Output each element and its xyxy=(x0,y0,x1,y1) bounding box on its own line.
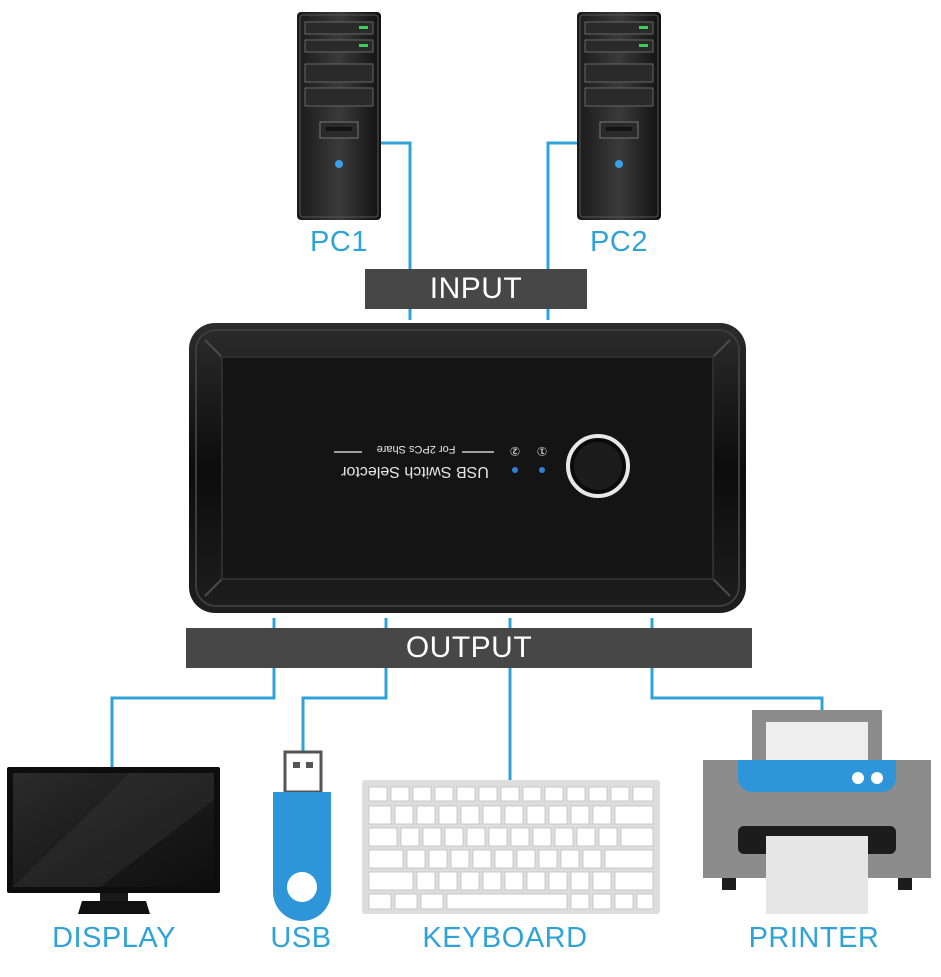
printer-icon xyxy=(703,710,931,914)
device-name: USB Switch Selector xyxy=(341,463,489,480)
indicator-2-label: ② xyxy=(509,444,521,458)
led-2-icon xyxy=(512,467,518,473)
indicator-1-label: ① xyxy=(536,444,548,458)
display-monitor-icon xyxy=(7,767,220,914)
usb-label: USB xyxy=(270,922,332,954)
display-label: DISPLAY xyxy=(52,922,176,954)
pc2-label: PC2 xyxy=(590,226,648,258)
printer-label: PRINTER xyxy=(748,922,880,954)
device-subtitle: For 2PCs Share xyxy=(376,443,456,455)
input-bar: INPUT xyxy=(365,269,587,309)
pc1-cable xyxy=(380,141,412,320)
keyboard-label: KEYBOARD xyxy=(422,922,588,954)
keyboard-icon xyxy=(362,780,660,914)
output-bar: OUTPUT xyxy=(186,628,752,668)
usb-stick-icon xyxy=(273,750,331,921)
pc1-label: PC1 xyxy=(310,226,368,258)
pc2-tower-icon xyxy=(577,12,661,220)
usb-switch-device xyxy=(189,323,746,613)
pc1-tower-icon xyxy=(297,12,381,220)
led-1-icon xyxy=(539,467,545,473)
pc2-cable xyxy=(546,141,578,320)
